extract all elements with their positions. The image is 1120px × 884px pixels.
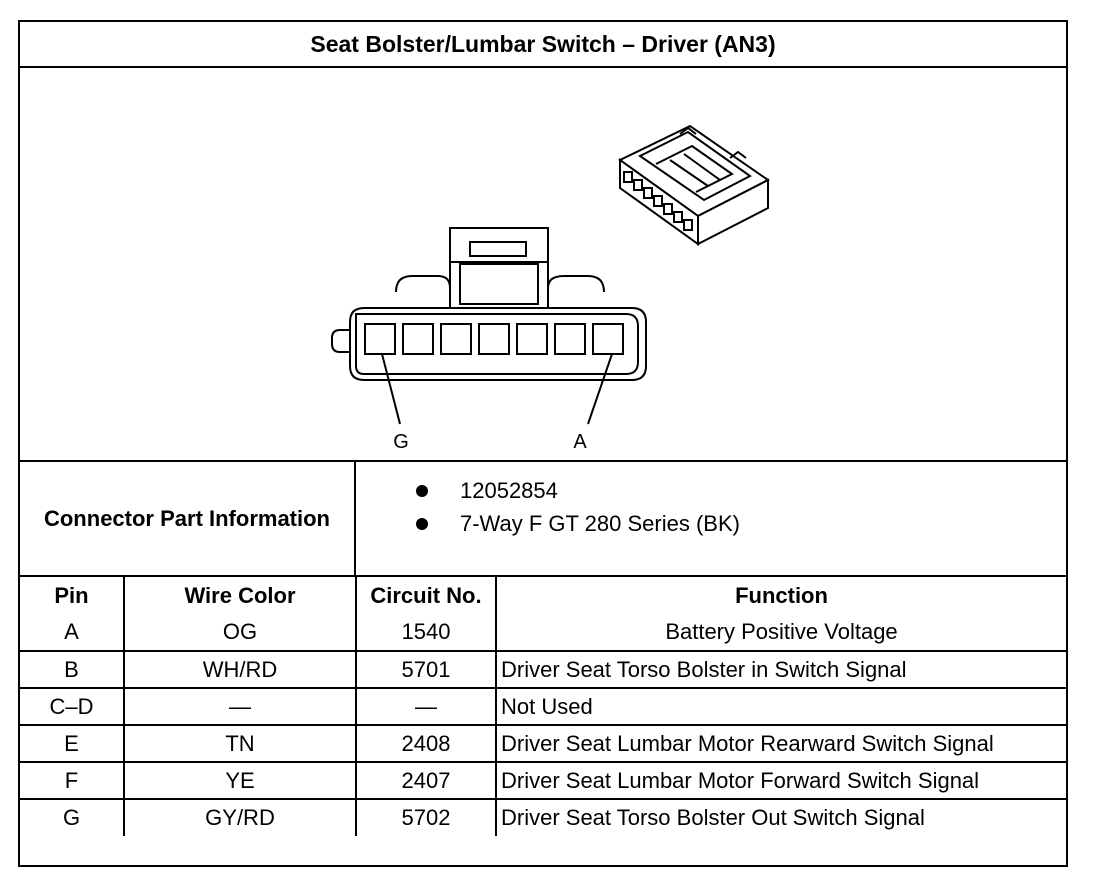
connector-part-info-label: Connector Part Information — [20, 462, 356, 575]
cell-circuit: — — [355, 687, 497, 726]
pin-label-g: G — [393, 431, 409, 453]
cell-function: Driver Seat Lumbar Motor Rearward Switch… — [495, 724, 1066, 763]
cell-pin: G — [20, 798, 125, 836]
cell-wire-color: OG — [123, 614, 357, 652]
cell-pin: C–D — [20, 687, 125, 726]
cell-function: Driver Seat Lumbar Motor Forward Switch … — [495, 761, 1066, 800]
connector-drawing: G A — [331, 124, 770, 453]
connector-part-info-list: 12052854 7-Way F GT 280 Series (BK) — [356, 462, 1066, 575]
connector-iso-view — [618, 124, 770, 246]
header-circuit-no: Circuit No. — [355, 577, 497, 614]
cell-wire-color: TN — [123, 724, 357, 763]
list-item: 7-Way F GT 280 Series (BK) — [356, 507, 1066, 540]
cell-circuit: 5702 — [355, 798, 497, 836]
page-title: Seat Bolster/Lumbar Switch – Driver (AN3… — [20, 22, 1066, 68]
cell-circuit: 1540 — [355, 614, 497, 652]
connector-part-info: Connector Part Information 12052854 7-Wa… — [20, 462, 1066, 577]
cell-wire-color: GY/RD — [123, 798, 357, 836]
cell-pin: B — [20, 650, 125, 689]
table-row: A OG 1540 Battery Positive Voltage — [20, 614, 1066, 652]
header-pin: Pin — [20, 577, 125, 614]
cell-function: Battery Positive Voltage — [495, 614, 1066, 652]
cell-wire-color: — — [123, 687, 357, 726]
connector-description: 7-Way F GT 280 Series (BK) — [460, 510, 740, 536]
table-row: G GY/RD 5702 Driver Seat Torso Bolster O… — [20, 798, 1066, 836]
cell-circuit: 2407 — [355, 761, 497, 800]
part-number: 12052854 — [460, 477, 558, 503]
cell-wire-color: WH/RD — [123, 650, 357, 689]
table-row: E TN 2408 Driver Seat Lumbar Motor Rearw… — [20, 724, 1066, 763]
table-header-row: Pin Wire Color Circuit No. Function — [20, 577, 1066, 614]
connector-sheet: Seat Bolster/Lumbar Switch – Driver (AN3… — [18, 20, 1068, 867]
cell-pin: A — [20, 614, 125, 652]
header-wire-color: Wire Color — [123, 577, 357, 614]
pinout-table: Pin Wire Color Circuit No. Function A OG… — [20, 577, 1066, 836]
cell-wire-color: YE — [123, 761, 357, 800]
bullet-icon — [416, 484, 428, 497]
table-row: F YE 2407 Driver Seat Lumbar Motor Forwa… — [20, 761, 1066, 800]
pin-label-a: A — [573, 431, 587, 453]
cell-circuit: 5701 — [355, 650, 497, 689]
list-item: 12052854 — [356, 474, 1066, 507]
header-function: Function — [495, 577, 1066, 614]
table-row: C–D — — Not Used — [20, 687, 1066, 726]
cell-pin: F — [20, 761, 125, 800]
connector-face-view — [331, 227, 647, 425]
cell-circuit: 2408 — [355, 724, 497, 763]
cell-function: Driver Seat Torso Bolster in Switch Sign… — [495, 650, 1066, 689]
cell-function: Driver Seat Torso Bolster Out Switch Sig… — [495, 798, 1066, 836]
table-row: B WH/RD 5701 Driver Seat Torso Bolster i… — [20, 650, 1066, 689]
connector-figure: G A — [20, 68, 1066, 462]
bullet-icon — [416, 517, 428, 530]
cell-pin: E — [20, 724, 125, 763]
cell-function: Not Used — [495, 687, 1066, 726]
